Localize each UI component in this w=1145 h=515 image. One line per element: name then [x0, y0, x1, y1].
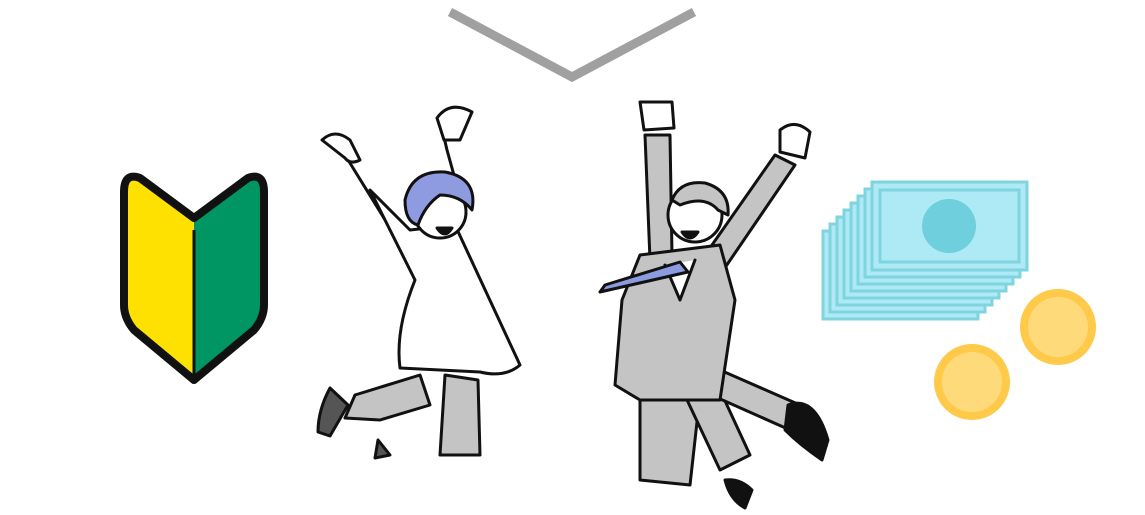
- jumping-man-figure: [598, 100, 830, 510]
- beginner-mark-icon: [120, 172, 268, 384]
- coin-icon: [934, 289, 1096, 420]
- jumping-woman-figure: [316, 105, 522, 460]
- chevron-down-icon[interactable]: [447, 8, 697, 83]
- bill-emblem: [922, 199, 976, 253]
- money-icon: [821, 180, 1029, 321]
